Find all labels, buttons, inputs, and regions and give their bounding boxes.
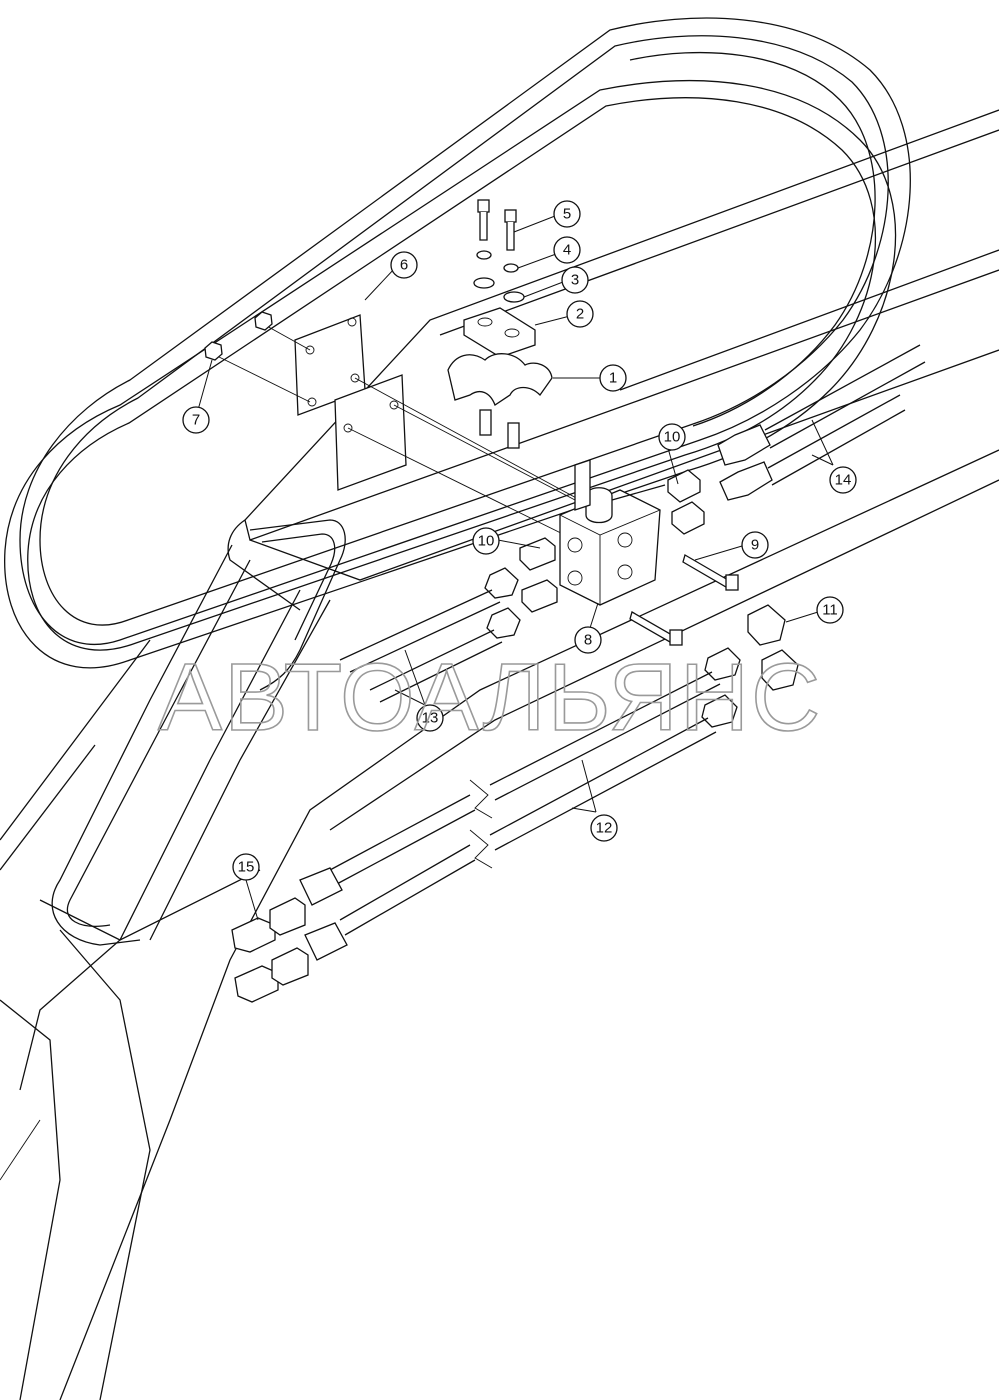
svg-text:2: 2 [576, 306, 584, 323]
svg-text:11: 11 [822, 602, 838, 619]
svg-text:8: 8 [584, 632, 592, 649]
svg-text:10: 10 [478, 533, 495, 550]
callout-10-top: 10 [658, 423, 686, 451]
hoses-13 [339, 567, 521, 703]
callout-12: 12 [590, 814, 618, 842]
through-bolts [629, 554, 739, 646]
svg-text:12: 12 [596, 820, 613, 837]
callout-14: 14 [829, 466, 857, 494]
svg-text:1: 1 [609, 370, 617, 387]
svg-text:3: 3 [571, 272, 579, 289]
svg-text:6: 6 [400, 257, 408, 274]
callout-3: 3 [561, 266, 589, 294]
hose-loop [4, 17, 911, 669]
svg-text:14: 14 [835, 472, 852, 489]
svg-text:4: 4 [563, 242, 571, 259]
quick-couplers [231, 897, 309, 1003]
frame-beam [0, 109, 999, 1400]
callout-2: 2 [566, 300, 594, 328]
clamp-bar [463, 307, 536, 358]
clamp-stack [447, 199, 553, 449]
svg-text:15: 15 [238, 859, 255, 876]
callout-15: 15 [232, 853, 260, 881]
hoses-14 [717, 344, 926, 501]
svg-text:5: 5 [563, 206, 571, 223]
bolt-head [477, 199, 490, 213]
nuts [204, 311, 273, 361]
plate-rear [334, 374, 407, 491]
svg-text:10: 10 [664, 429, 681, 446]
callout-13: 13 [416, 704, 444, 732]
callout-11: 11 [816, 596, 844, 624]
callout-10-left: 10 [472, 527, 500, 555]
clamp-block [447, 353, 553, 406]
callout-9: 9 [741, 531, 769, 559]
svg-text:9: 9 [751, 537, 759, 554]
callout-7: 7 [182, 406, 210, 434]
watermark-text: АВТОАЛЬЯНС [158, 644, 822, 751]
mounting-plates [214, 314, 581, 541]
callout-8: 8 [574, 626, 602, 654]
leader-lines [197, 215, 834, 921]
callout-1: 1 [599, 364, 627, 392]
hoses-12 [299, 647, 741, 961]
callout-6: 6 [390, 251, 418, 279]
fittings [519, 469, 799, 691]
svg-text:7: 7 [192, 412, 200, 429]
svg-text:13: 13 [422, 710, 439, 727]
callout-5: 5 [553, 200, 581, 228]
callout-4: 4 [553, 236, 581, 264]
valve-block [559, 459, 666, 606]
valve-handle [585, 487, 613, 524]
